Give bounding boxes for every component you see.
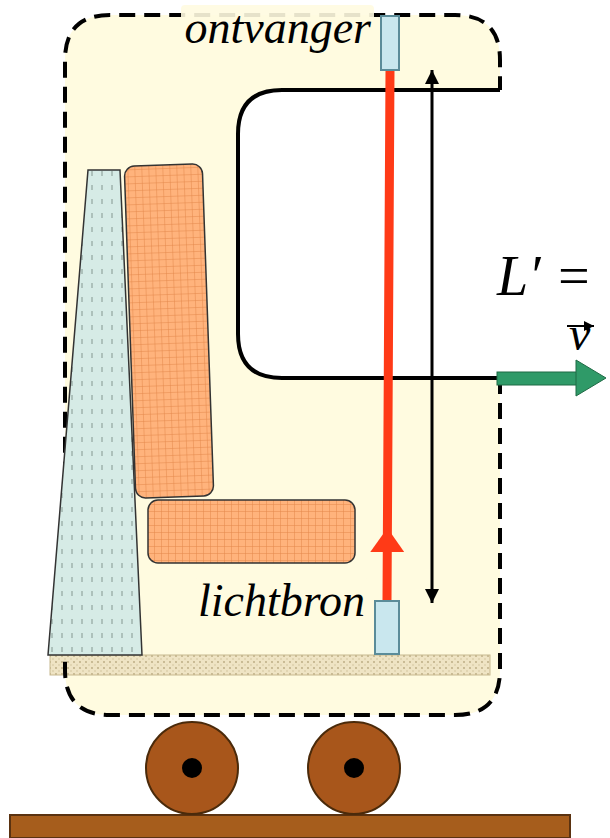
node-label: ontvanger bbox=[181, 5, 374, 51]
seat-back bbox=[124, 164, 214, 499]
sensor-box: ontvanger bbox=[380, 15, 400, 71]
length-arrow bbox=[431, 70, 434, 603]
length-label: L′ = bbox=[497, 248, 592, 304]
seat-cushion bbox=[148, 500, 355, 563]
sensor-box: lichtbron bbox=[374, 600, 400, 655]
wheels bbox=[146, 722, 400, 814]
velocity-arrow bbox=[497, 360, 606, 396]
floor bbox=[50, 655, 490, 675]
node-label: lichtbron bbox=[195, 578, 368, 624]
light-ray bbox=[387, 71, 390, 600]
velocity-label: v bbox=[569, 310, 590, 358]
window bbox=[238, 90, 500, 378]
rail bbox=[10, 815, 570, 838]
